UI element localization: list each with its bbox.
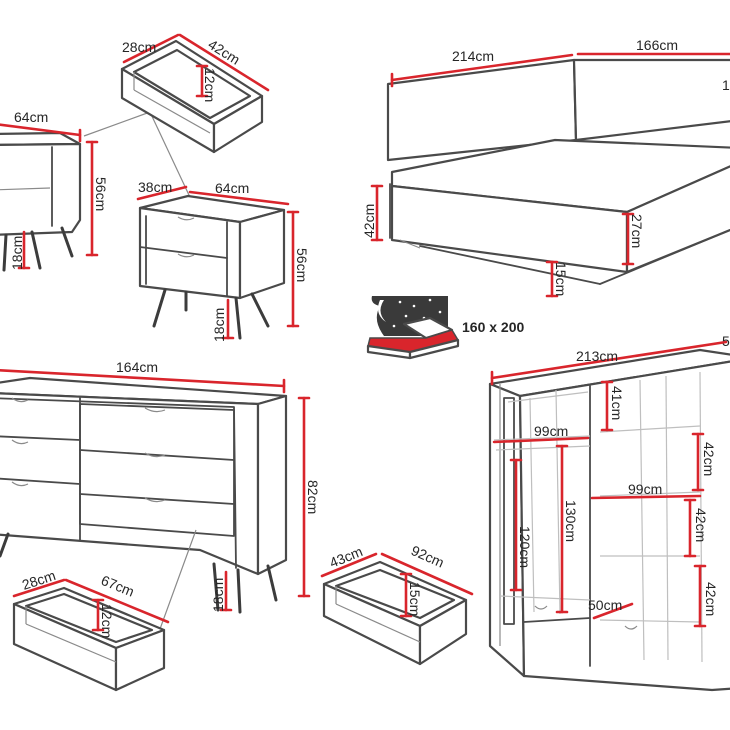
dresser-drawer-height-label: 12cm xyxy=(99,604,115,638)
dim-line xyxy=(490,340,728,380)
dim-line xyxy=(390,53,574,82)
bed-dimensions: 214cm 166cm 1 42cm 27cm 15cm xyxy=(361,37,730,298)
drawer-small-depth-label: 28cm xyxy=(122,39,156,55)
wardrobe-shelf-gap-3-label: 42cm xyxy=(703,582,719,616)
drawer-small xyxy=(120,39,264,154)
dresser-legs-label: 18cm xyxy=(210,578,226,612)
dresser xyxy=(0,376,288,614)
bottom-drawer xyxy=(322,560,468,666)
dim-line xyxy=(64,578,170,624)
wardrobe-cut-label: 5 xyxy=(722,333,730,349)
wardrobe-inner-depth-label: 50cm xyxy=(588,597,622,613)
leader-line xyxy=(83,111,151,137)
bed-frame-height-label: 42cm xyxy=(361,204,377,238)
wardrobe-right-shelf-label: 99cm xyxy=(628,481,662,497)
dim-line xyxy=(188,190,290,206)
dresser-drawer xyxy=(12,586,166,692)
dresser-height-label: 82cm xyxy=(305,480,321,514)
leader-line xyxy=(149,111,197,211)
dim-line xyxy=(590,494,702,500)
drawer-small-height-label: 12cm xyxy=(202,68,218,102)
nightstand-right xyxy=(138,194,286,340)
dim-line xyxy=(380,552,474,596)
nightstand-left xyxy=(0,131,82,272)
nightstand-left-height-label: 56cm xyxy=(93,177,109,211)
nightstand-left-legs-label: 18cm xyxy=(9,236,25,270)
nightstand-left-width-label: 64cm xyxy=(14,109,48,125)
mattress-size-icon: 160 x 200 xyxy=(366,296,524,360)
bed-width-label: 166cm xyxy=(636,37,678,53)
dresser-width-label: 164cm xyxy=(116,359,158,375)
nightstand-left-dimensions: 64cm 56cm 18cm xyxy=(0,109,109,270)
bottom-drawer-height-label: 15cm xyxy=(407,582,423,616)
wardrobe-hanging-short-label: 120cm xyxy=(517,526,533,568)
dim-line xyxy=(0,368,286,388)
nightstand-right-depth-label: 38cm xyxy=(138,179,172,195)
wardrobe-width-label: 213cm xyxy=(576,348,618,364)
dresser-dimensions: 164cm 82cm 18cm xyxy=(0,359,321,612)
bed xyxy=(386,58,730,285)
nightstand-right-width-label: 64cm xyxy=(215,180,249,196)
wardrobe-top-shelf-label: 41cm xyxy=(609,386,625,420)
wardrobe-shelf-gap-2-label: 42cm xyxy=(693,508,709,542)
dim-line xyxy=(492,436,590,444)
dim-line xyxy=(178,33,270,92)
bed-mattress-height-label: 27cm xyxy=(629,214,645,248)
dim-line xyxy=(0,123,82,137)
dim-line xyxy=(592,602,634,620)
wardrobe xyxy=(488,348,730,692)
wardrobe-left-shelf-label: 99cm xyxy=(534,423,568,439)
dim-line xyxy=(122,33,180,64)
bottom-drawer-width-label: 92cm xyxy=(409,542,447,571)
wardrobe-shelf-gap-1-label: 42cm xyxy=(701,442,717,476)
drawer-small-dimensions: 28cm 42cm 12cm xyxy=(122,33,270,102)
bed-clearance-label: 15cm xyxy=(553,262,569,296)
dim-line xyxy=(12,578,66,598)
dresser-drawer-dimensions: 28cm 67cm 12cm xyxy=(12,567,170,638)
bed-length-label: 214cm xyxy=(452,48,494,64)
mattress-size-label: 160 x 200 xyxy=(462,319,524,335)
bed-cut-label: 1 xyxy=(722,77,730,93)
nightstand-right-dimensions: 38cm 64cm 56cm 18cm xyxy=(136,179,310,342)
nightstand-right-height-label: 56cm xyxy=(294,248,310,282)
dim-line xyxy=(320,552,378,578)
wardrobe-hanging-tall-label: 130cm xyxy=(563,500,579,542)
nightstand-right-legs-label: 18cm xyxy=(211,308,227,342)
dim-line xyxy=(136,185,188,201)
wardrobe-dimensions: 213cm 5 41cm 99cm 120cm 130cm 99cm 42cm … xyxy=(490,333,730,628)
